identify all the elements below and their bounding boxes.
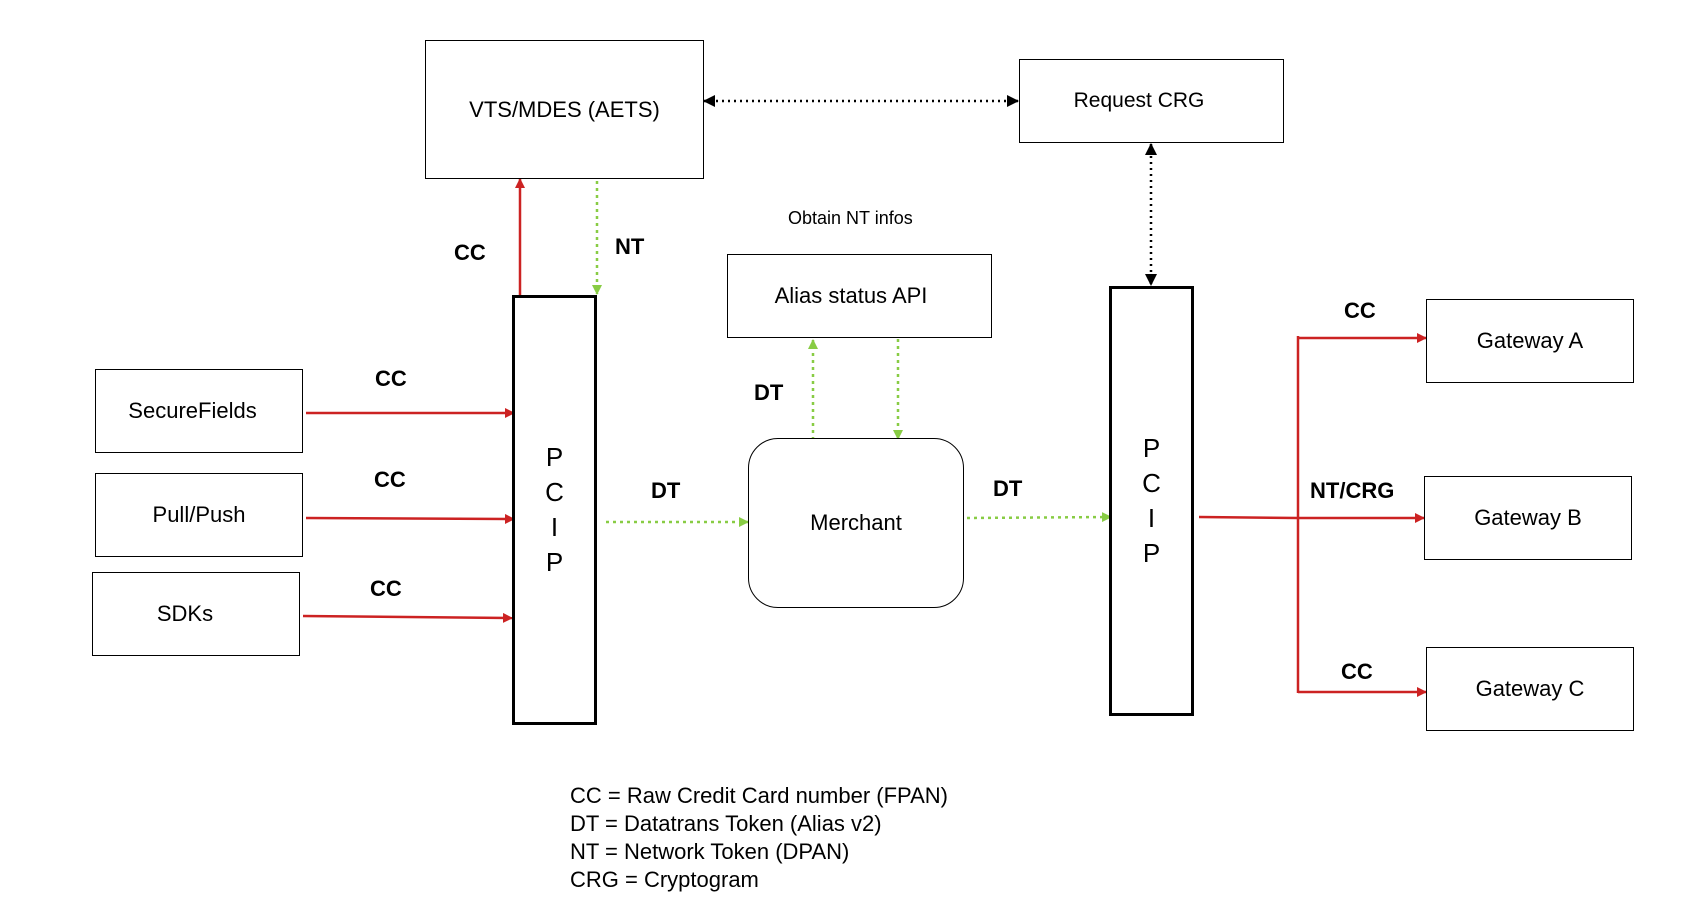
merchant-box: Merchant (748, 438, 964, 608)
gateway-c-box: Gateway C (1426, 647, 1634, 731)
pcip-letter: C (545, 477, 564, 507)
pcip-letter: P (545, 442, 564, 472)
pullpush-box: Pull/Push (95, 473, 303, 557)
pcip-left-label: P C I P (545, 440, 564, 580)
pcip-right-box: P C I P (1109, 286, 1194, 716)
vts-mdes-label: VTS/MDES (AETS) (469, 96, 660, 122)
sdks-label: SDKs (156, 601, 214, 626)
legend-item: CC = Raw Credit Card number (FPAN) (570, 783, 948, 808)
sdks-cc-arrow (302, 612, 513, 623)
merchant-label: Merchant (810, 510, 902, 535)
request-crg-box: Request CRG (1019, 59, 1284, 143)
gateway-b-label: Gateway B (1474, 505, 1582, 530)
vts-mdes-box: VTS/MDES (AETS) (425, 40, 704, 179)
edge-label-nt: NT (615, 234, 645, 259)
securefields-label: SecureFields (128, 398, 257, 423)
pcip-out-line (1198, 515, 1299, 520)
legend-item: NT = Network Token (DPAN) (570, 839, 850, 864)
edge-label-cc: CC (375, 366, 407, 391)
edge-label-ntcrg: NT/CRG (1310, 478, 1395, 503)
edge-label-cc: CC (370, 576, 402, 601)
pullpush-label: Pull/Push (152, 502, 246, 527)
legend: CC = Raw Credit Card number (FPAN) DT = … (570, 782, 948, 894)
pcip-letter: I (550, 512, 559, 542)
edge-label-cc: CC (1341, 659, 1373, 684)
edge-label-cc: CC (1344, 298, 1376, 323)
pcip-letter: C (1142, 468, 1161, 498)
dt-from-merchant-arrow (966, 512, 1112, 523)
edge-label-dt: DT (754, 380, 784, 405)
pcip-left-box: P C I P (512, 295, 597, 725)
pcip-right-label: P C I P (1142, 431, 1161, 571)
request-crg-label: Request CRG (1073, 89, 1205, 112)
edge-label-dt: DT (651, 478, 681, 503)
obtain-nt-infos-note: Obtain NT infos (788, 208, 913, 228)
alias-status-api-label: Alias status API (774, 283, 928, 308)
securefields-box: SecureFields (95, 369, 303, 453)
legend-item: DT = Datatrans Token (Alias v2) (570, 811, 882, 836)
sdks-box: SDKs (92, 572, 300, 656)
alias-status-api-box: Alias status API (727, 254, 992, 338)
edge-label-dt: DT (993, 476, 1023, 501)
legend-item: CRG = Cryptogram (570, 867, 759, 892)
pcip-letter: P (1142, 433, 1161, 463)
pcip-letter: I (1147, 503, 1156, 533)
edge-label-cc: CC (374, 467, 406, 492)
pcip-letter: P (545, 547, 564, 577)
pullpush-cc-arrow (305, 513, 515, 524)
gateway-a-label: Gateway A (1476, 328, 1584, 353)
gateway-b-box: Gateway B (1424, 476, 1632, 560)
edge-label-cc: CC (454, 240, 486, 265)
pcip-letter: P (1142, 538, 1161, 568)
gateway-a-box: Gateway A (1426, 299, 1634, 383)
gateway-c-label: Gateway C (1475, 676, 1585, 701)
